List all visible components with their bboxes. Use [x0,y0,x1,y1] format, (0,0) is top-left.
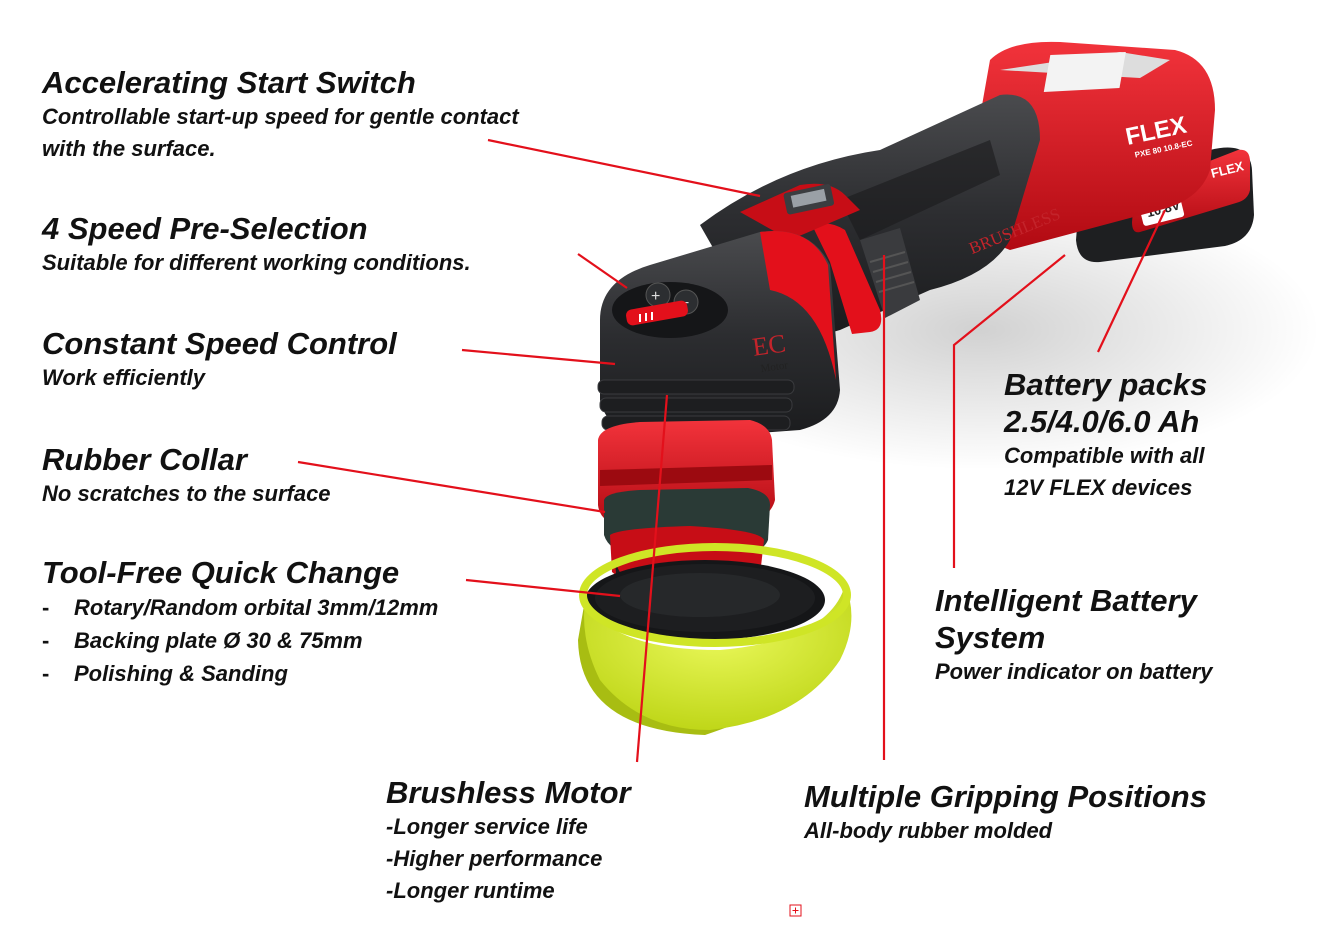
feature-gripping: Multiple Gripping Positions All-body rub… [804,778,1207,847]
ec-motor-sub: Motor [760,359,789,375]
feature-title: Battery packs [1004,367,1208,402]
feature-desc: -Higher performance [386,846,603,872]
feature-title-line2: 2.5/4.0/6.0 Ah [1004,404,1200,440]
feature-desc: All-body rubber molded [804,818,1053,844]
feature-start-switch: Accelerating Start Switch Controllable s… [42,64,519,165]
ec-motor-badge: EC [751,329,788,362]
feature-title: Accelerating Start Switch [42,65,416,100]
expand-icon[interactable] [789,904,802,917]
list-item: -Backing plate Ø 30 & 75mm [42,628,363,654]
feature-desc: No scratches to the surface [42,481,331,507]
feature-desc: Controllable start-up speed for gentle c… [42,104,519,130]
feature-speed-preselection: 4 Speed Pre-Selection Suitable for diffe… [42,210,471,279]
feature-brushless-motor: Brushless Motor -Longer service life -Hi… [386,774,631,907]
feature-title: Tool-Free Quick Change [42,555,400,590]
feature-quick-change: Tool-Free Quick Change -Rotary/Random or… [42,554,438,690]
feature-constant-speed: Constant Speed Control Work efficiently [42,325,397,394]
feature-desc: -Longer runtime [386,878,555,904]
list-item: -Polishing & Sanding [42,661,288,687]
feature-title: Multiple Gripping Positions [804,779,1207,814]
feature-title: Brushless Motor [386,775,631,810]
tool-body: FLEX PXE 80 10.8-EC BRUSHLESS + − EC Mot [597,41,1215,620]
feature-title: Constant Speed Control [42,326,397,361]
feature-desc: Work efficiently [42,365,206,391]
feature-desc: 12V FLEX devices [1004,475,1193,501]
feature-battery-packs: Battery packs 2.5/4.0/6.0 Ah Compatible … [1004,366,1207,504]
feature-title: 4 Speed Pre-Selection [42,211,368,246]
feature-title-line2: System [935,620,1046,656]
speed-plus-icon: + [651,288,660,305]
leader-lines [297,138,1166,763]
list-item: -Rotary/Random orbital 3mm/12mm [42,595,439,621]
feature-desc: Power indicator on battery [935,659,1213,685]
feature-desc: with the surface. [42,136,216,162]
feature-title: Rubber Collar [42,442,247,477]
feature-rubber-collar: Rubber Collar No scratches to the surfac… [42,441,331,510]
feature-desc: Compatible with all [1004,443,1205,469]
feature-desc: Suitable for different working condition… [42,250,471,276]
feature-title: Intelligent Battery [935,583,1197,618]
polishing-pad [578,543,852,735]
feature-battery-system: Intelligent Battery System Power indicat… [935,582,1213,688]
feature-desc: -Longer service life [386,814,588,840]
